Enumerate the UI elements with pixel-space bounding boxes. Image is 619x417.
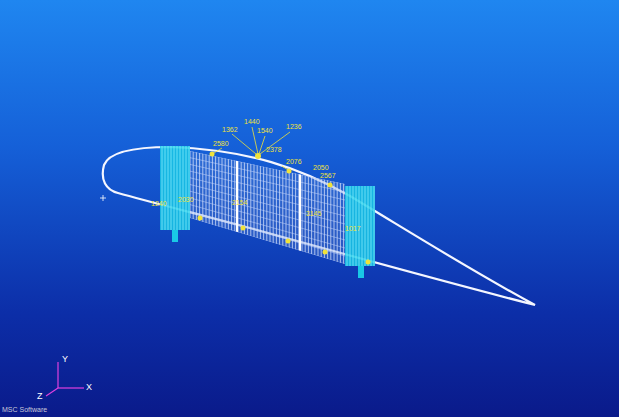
callout-number: 2050: [313, 164, 329, 171]
callout-number: 2378: [266, 146, 282, 153]
callout-number: 1017: [345, 225, 361, 232]
element-markers: [198, 152, 371, 265]
axis-label: Z: [37, 392, 43, 401]
callout-number: 2580: [213, 140, 229, 147]
axis-label: X: [86, 383, 92, 392]
watermark: MSC Software: [2, 406, 47, 413]
skin-mesh: [190, 140, 345, 270]
callout-number: 1236: [286, 123, 302, 130]
callout-number: 3145: [306, 210, 322, 217]
callout-number: 1362: [222, 126, 238, 133]
callout-number: 2076: [286, 158, 302, 165]
callout-number: 2154: [232, 199, 248, 206]
callout-number: 2567: [320, 172, 336, 179]
callout-number: 1440: [244, 118, 260, 125]
axis-triad: [46, 362, 84, 396]
axis-label: Y: [62, 355, 68, 364]
front-spar: [160, 146, 190, 242]
origin-mark: [100, 195, 106, 201]
leader-lines: [214, 127, 290, 170]
rear-spar: [345, 186, 375, 278]
callout-number: 1540: [257, 127, 273, 134]
callout-number: 1240: [151, 200, 167, 207]
callout-number: 2030: [178, 196, 194, 203]
